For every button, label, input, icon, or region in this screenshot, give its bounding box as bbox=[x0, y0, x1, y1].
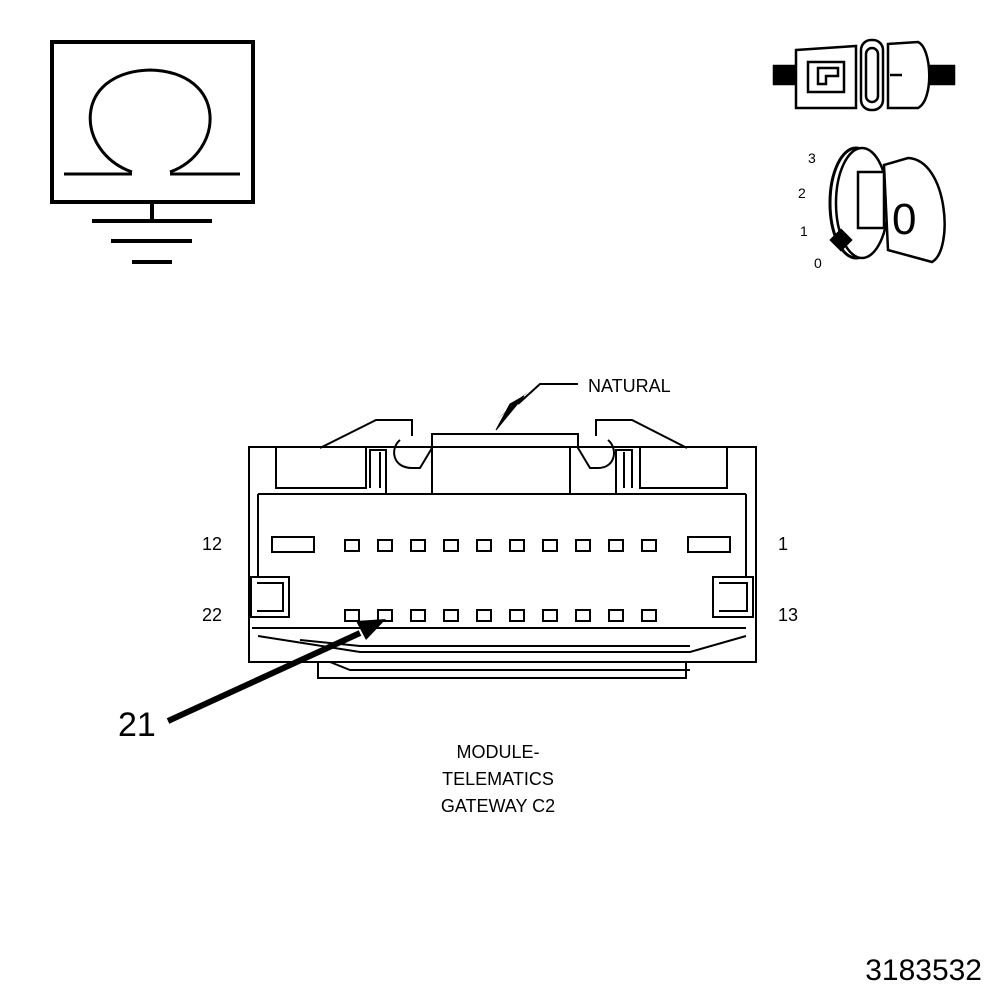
pin-number-13: 13 bbox=[778, 605, 798, 625]
ignition-position-1: 1 bbox=[800, 223, 808, 239]
natural-leader-arrow bbox=[495, 383, 578, 431]
ignition-key-icon bbox=[828, 146, 946, 264]
pin-21-label: 21 bbox=[118, 706, 156, 744]
pin-number-12: 12 bbox=[202, 534, 222, 554]
connector-name-line1: MODULE- bbox=[456, 742, 539, 762]
cavity-19 bbox=[443, 609, 459, 622]
connector-plug-icon bbox=[772, 38, 956, 112]
pin-number-1: 1 bbox=[778, 534, 788, 554]
ignition-position-0: 0 bbox=[814, 255, 822, 271]
cavity-3 bbox=[608, 539, 624, 552]
pin-row-bottom bbox=[344, 609, 657, 622]
cavity-9 bbox=[410, 539, 426, 552]
connector-body bbox=[248, 419, 757, 679]
pin-number-22: 22 bbox=[202, 605, 222, 625]
cavity-1 bbox=[687, 536, 731, 553]
cavity-15 bbox=[575, 609, 591, 622]
cavity-20 bbox=[410, 609, 426, 622]
cavity-4 bbox=[575, 539, 591, 552]
cavity-22 bbox=[344, 609, 360, 622]
cavity-7 bbox=[476, 539, 492, 552]
resistance-ground-icon bbox=[50, 40, 255, 264]
cavity-14 bbox=[608, 609, 624, 622]
cavity-2 bbox=[641, 539, 657, 552]
cavity-17 bbox=[509, 609, 525, 622]
pin-21-leader-arrow bbox=[166, 619, 386, 724]
natural-label: NATURAL bbox=[588, 376, 671, 396]
connector-name-line2: TELEMATICS bbox=[442, 769, 554, 789]
cavity-10 bbox=[377, 539, 393, 552]
cavity-21 bbox=[377, 609, 393, 622]
cavity-5 bbox=[542, 539, 558, 552]
cavity-16 bbox=[542, 609, 558, 622]
cavity-8 bbox=[443, 539, 459, 552]
cavity-6 bbox=[509, 539, 525, 552]
ignition-position-3: 3 bbox=[808, 150, 816, 166]
ignition-position-2: 2 bbox=[798, 185, 806, 201]
cavity-18 bbox=[476, 609, 492, 622]
connector-name-line3: GATEWAY C2 bbox=[441, 796, 555, 816]
pin-row-top bbox=[271, 536, 731, 553]
cavity-11 bbox=[344, 539, 360, 552]
figure-id: 3183532 bbox=[865, 954, 982, 987]
ignition-key-mark: 0 bbox=[892, 195, 916, 244]
cavity-12 bbox=[271, 536, 315, 553]
cavity-13 bbox=[641, 609, 657, 622]
